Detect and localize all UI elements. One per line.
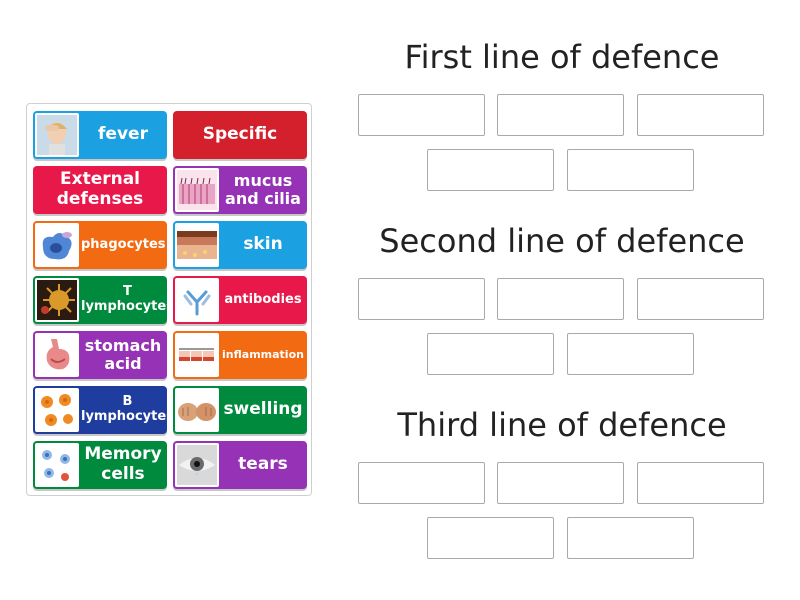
drop-slot[interactable] bbox=[567, 517, 694, 559]
drop-slot[interactable] bbox=[637, 278, 764, 320]
cilia-tissue-icon bbox=[175, 168, 219, 212]
tile-swelling[interactable]: swelling bbox=[173, 386, 307, 434]
tile-memory-cells[interactable]: Memory cells bbox=[33, 441, 167, 489]
skin-layers-icon bbox=[175, 223, 219, 267]
tile-skin[interactable]: skin bbox=[173, 221, 307, 269]
tile-specific[interactable]: Specific bbox=[173, 111, 307, 159]
tile-tears[interactable]: tears bbox=[173, 441, 307, 489]
tile-b-lymphocytes[interactable]: B lymphocytes bbox=[33, 386, 167, 434]
t-cell-icon bbox=[35, 278, 79, 322]
drop-slot[interactable] bbox=[567, 149, 694, 191]
tile-fever[interactable]: fever bbox=[33, 111, 167, 159]
tile-label: mucus and cilia bbox=[225, 170, 301, 208]
drop-slot[interactable] bbox=[637, 462, 764, 504]
phagocyte-cell-icon bbox=[35, 223, 79, 267]
tile-antibodies[interactable]: antibodies bbox=[173, 276, 307, 324]
drop-slot[interactable] bbox=[427, 149, 554, 191]
drop-slot[interactable] bbox=[358, 462, 485, 504]
tile-phagocytes[interactable]: phagocytes bbox=[33, 221, 167, 269]
tile-label: External defenses bbox=[56, 169, 144, 209]
group-heading-first: First line of defence bbox=[404, 38, 720, 76]
sick-person-icon bbox=[35, 113, 79, 157]
swollen-hands-icon bbox=[175, 388, 219, 432]
inflammation-diagram-icon bbox=[175, 333, 219, 377]
tile-label: inflammation bbox=[222, 347, 304, 361]
drop-slot[interactable] bbox=[497, 94, 624, 136]
tile-inflammation[interactable]: inflammation bbox=[173, 331, 307, 379]
tile-t-lymphocytes[interactable]: T lymphocytes bbox=[33, 276, 167, 324]
tile-label: fever bbox=[98, 124, 148, 145]
drop-slot[interactable] bbox=[427, 517, 554, 559]
tile-label: antibodies bbox=[224, 291, 302, 307]
group-heading-third: Third line of defence bbox=[397, 406, 727, 444]
drop-slot[interactable] bbox=[427, 333, 554, 375]
drop-slot[interactable] bbox=[497, 278, 624, 320]
group-heading-second: Second line of defence bbox=[379, 222, 745, 260]
stomach-icon bbox=[35, 333, 79, 377]
drop-slot[interactable] bbox=[358, 278, 485, 320]
antibody-icon bbox=[175, 278, 219, 322]
tile-stomach-acid[interactable]: stomach acid bbox=[33, 331, 167, 379]
tile-label: Specific bbox=[202, 124, 278, 145]
drop-slot[interactable] bbox=[497, 462, 624, 504]
drop-slot[interactable] bbox=[358, 94, 485, 136]
tile-mucus-and-cilia[interactable]: mucus and cilia bbox=[173, 166, 307, 214]
memory-cells-icon bbox=[35, 443, 79, 487]
tile-label: stomach acid bbox=[84, 335, 162, 373]
drop-slot[interactable] bbox=[567, 333, 694, 375]
tile-label: skin bbox=[243, 234, 283, 255]
drop-slot[interactable] bbox=[637, 94, 764, 136]
tile-label: Memory cells bbox=[84, 444, 162, 484]
tile-label: tears bbox=[238, 454, 288, 475]
tile-label: swelling bbox=[223, 399, 303, 420]
tile-label: B lymphocytes bbox=[81, 394, 167, 424]
tile-label: T lymphocytes bbox=[81, 284, 167, 314]
tile-external-defenses[interactable]: External defenses bbox=[33, 166, 167, 214]
tile-bank: fever Specific External defenses mucus a… bbox=[26, 103, 312, 496]
b-cell-icon bbox=[35, 388, 79, 432]
tile-label: phagocytes bbox=[81, 236, 166, 252]
eye-tear-icon bbox=[175, 443, 219, 487]
